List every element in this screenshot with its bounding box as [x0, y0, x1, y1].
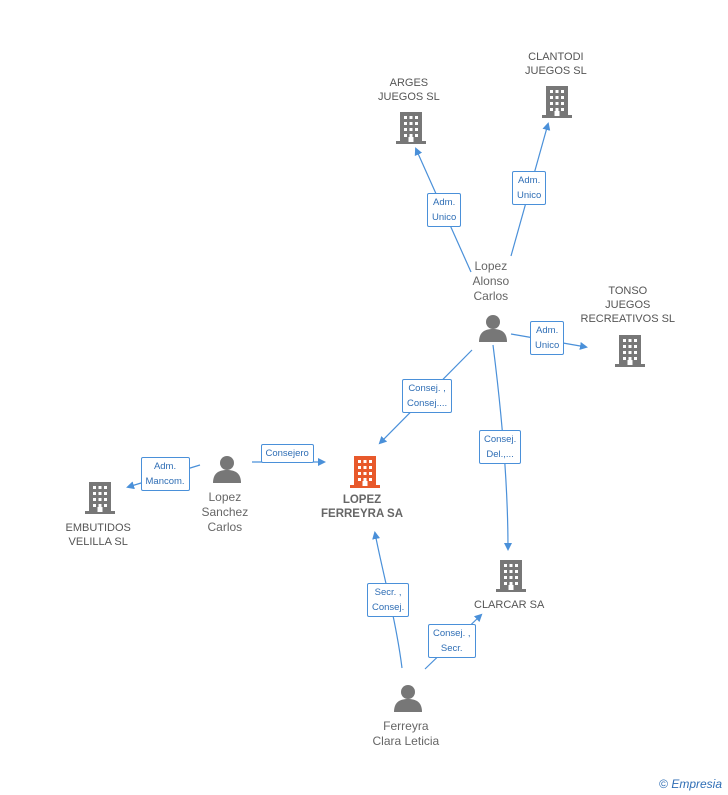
- copyright-symbol: ©: [659, 777, 668, 791]
- brand-logo: Empresia: [671, 777, 722, 791]
- node-label-arges[interactable]: ARGES JUEGOS SL: [378, 76, 440, 104]
- node-label-line: TONSO: [608, 285, 648, 297]
- edge-role-line: Del.,...: [486, 449, 514, 460]
- node-label-line: Carlos: [207, 520, 243, 534]
- node-label-line: JUEGOS SL: [525, 65, 587, 77]
- edge-role-line: Adm.: [518, 175, 541, 186]
- edge-role-label[interactable]: Consej. , Secr.: [428, 624, 476, 658]
- node-label-line: Sanchez: [201, 505, 249, 519]
- edge-role-label[interactable]: Adm. Unico: [427, 193, 462, 227]
- node-label-line: CLARCAR SA: [474, 599, 545, 611]
- node-label-line: Lopez: [474, 259, 508, 273]
- edge-role-label[interactable]: Adm. Unico: [512, 171, 547, 205]
- person-icon-lopez-sanchez[interactable]: [212, 454, 242, 489]
- edge-role-line: Unico: [432, 212, 457, 223]
- node-label-tonso[interactable]: TONSO JUEGOS RECREATIVOS SL: [581, 284, 676, 326]
- edge-role-line: Secr.: [440, 643, 463, 654]
- edge-role-label[interactable]: Adm. Unico: [530, 321, 565, 355]
- edge-role-label[interactable]: Consej. Del.,...: [479, 430, 522, 464]
- node-label-line: VELILLA SL: [68, 536, 128, 548]
- building-icon-clarcar[interactable]: [495, 558, 527, 599]
- node-label-line: EMBUTIDOS: [65, 522, 131, 534]
- edge-role-line: Secr. ,: [374, 587, 402, 598]
- edge-role-line: Adm.: [536, 325, 559, 336]
- building-icon-tonso[interactable]: [614, 333, 646, 374]
- node-label-line: JUEGOS SL: [378, 91, 440, 103]
- node-label-line: LOPEZ: [342, 494, 382, 506]
- person-icon-lopez-alonso[interactable]: [478, 313, 508, 348]
- edge-role-line: Unico: [535, 340, 560, 351]
- edge-role-line: Consejero: [265, 447, 309, 459]
- node-label-line: Carlos: [473, 289, 509, 303]
- edge-role-line: Adm.: [153, 461, 177, 472]
- edge-role-label[interactable]: Consej. , Consej....: [402, 379, 453, 413]
- edge-role-line: Mancom.: [145, 476, 185, 487]
- building-icon-lopez-ferreyra[interactable]: [349, 454, 381, 495]
- node-label-line: Ferreyra: [383, 719, 429, 733]
- node-label-line: RECREATIVOS SL: [580, 313, 676, 325]
- node-label-line: CLANTODI: [528, 51, 584, 63]
- edge-role-line: Consej.: [372, 602, 405, 613]
- edge-role-line: Consej. ,: [433, 628, 471, 639]
- node-label-embutidos[interactable]: EMBUTIDOS VELILLA SL: [66, 521, 131, 549]
- node-label-line: ARGES: [389, 77, 429, 89]
- edge-role-label[interactable]: Secr. , Consej.: [367, 583, 410, 617]
- footer-brand: © Empresia: [659, 777, 722, 791]
- edge-role-line: Consej....: [407, 398, 448, 409]
- edge-role-line: Consej. ,: [408, 383, 446, 394]
- edge-role-label[interactable]: Adm. Mancom.: [140, 457, 190, 491]
- node-label-line: Lopez: [208, 490, 242, 504]
- edge-role-line: Adm.: [433, 197, 456, 208]
- building-icon-arges[interactable]: [395, 110, 427, 151]
- node-label-line: Alonso: [472, 274, 510, 288]
- edge-role-line: Consej.: [484, 434, 517, 445]
- node-label-lopez-ferreyra[interactable]: LOPEZ FERREYRA SA: [321, 493, 403, 521]
- building-icon-clantodi[interactable]: [541, 84, 573, 125]
- building-icon-embutidos[interactable]: [84, 480, 116, 521]
- node-label-line: JUEGOS: [605, 299, 651, 311]
- edge-role-line: Unico: [517, 190, 542, 201]
- person-icon-ferreyra[interactable]: [393, 683, 423, 718]
- edge-role-label[interactable]: Consejero: [260, 443, 314, 463]
- node-label-line: FERREYRA SA: [321, 508, 403, 520]
- node-label-clarcar[interactable]: CLARCAR SA: [474, 598, 544, 612]
- node-label-line: Clara Leticia: [372, 734, 440, 748]
- node-label-clantodi[interactable]: CLANTODI JUEGOS SL: [525, 50, 587, 78]
